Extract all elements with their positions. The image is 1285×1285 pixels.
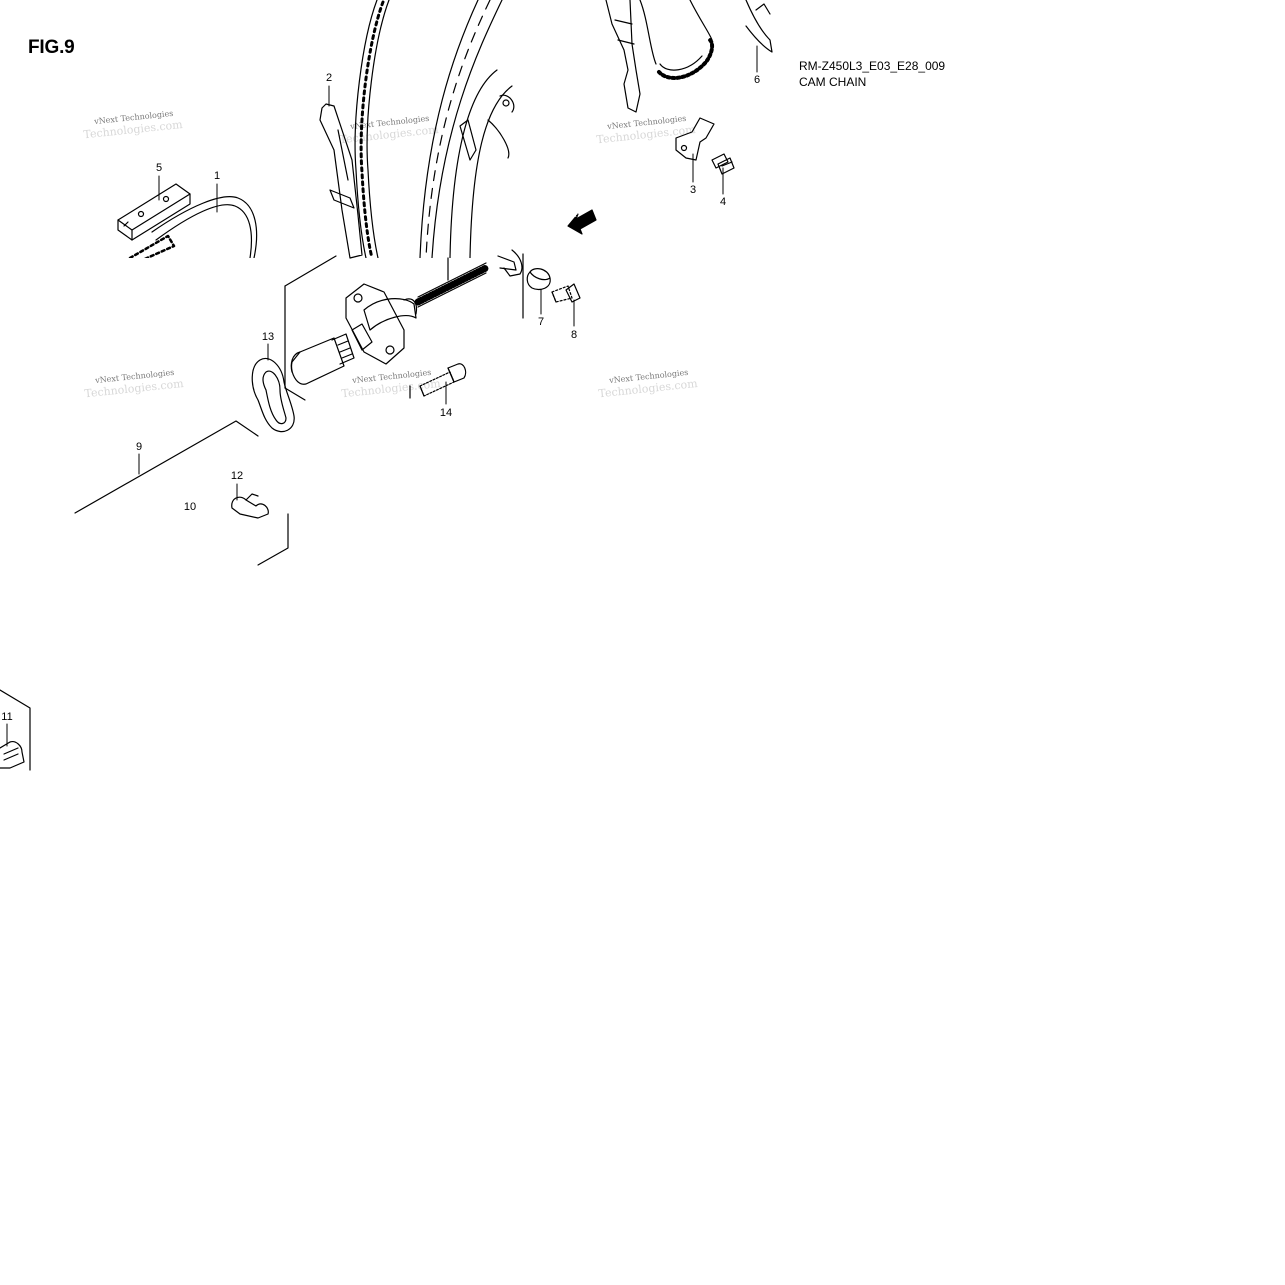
leader-lines xyxy=(6,45,758,747)
figure-title: FIG.9 xyxy=(28,37,75,58)
gasket-no13 xyxy=(251,357,295,433)
part-label-2: 2 xyxy=(325,72,333,84)
fwd-arrow xyxy=(567,209,597,235)
part-label-3: 3 xyxy=(689,184,697,196)
part-label-7: 7 xyxy=(537,316,545,328)
part-label-4: 4 xyxy=(719,196,727,208)
bolt-no11 xyxy=(0,689,31,771)
cam-chain-no1 xyxy=(128,196,258,258)
tensioner-body xyxy=(290,283,418,385)
part-label-13: 13 xyxy=(261,331,275,343)
part-label-10: 10 xyxy=(183,501,197,513)
part-label-8: 8 xyxy=(570,329,578,341)
bolt-no14 xyxy=(419,363,467,397)
part-label-11: 11 xyxy=(1,711,13,723)
part-label-5: 5 xyxy=(155,162,163,174)
chain-joint-no5 xyxy=(117,183,191,241)
part-label-14: 14 xyxy=(439,407,453,419)
part-no12 xyxy=(231,493,269,519)
bracket-no3 xyxy=(675,117,715,161)
part-label-12: 12 xyxy=(230,470,244,482)
model-code: RM-Z450L3_E03_E28_009 xyxy=(799,59,946,73)
tensioner-guide xyxy=(449,69,515,258)
cam-chain-guide-no2 xyxy=(319,103,363,259)
bolt-no4 xyxy=(711,153,735,175)
part-label-9: 9 xyxy=(135,441,143,453)
lower-assembly-box xyxy=(74,420,289,566)
part-label-6: 6 xyxy=(753,74,761,86)
tensioner-spring xyxy=(414,257,490,308)
section-name: CAM CHAIN xyxy=(799,75,867,89)
bolt-no8 xyxy=(551,283,581,303)
tensioner-cap xyxy=(497,249,523,277)
part-label-1: 1 xyxy=(213,170,221,182)
tensioner-assembly-box xyxy=(284,253,524,401)
cam-chain-guide-no6 xyxy=(605,0,773,113)
washer-no7 xyxy=(526,268,551,291)
cam-chain xyxy=(354,0,503,258)
